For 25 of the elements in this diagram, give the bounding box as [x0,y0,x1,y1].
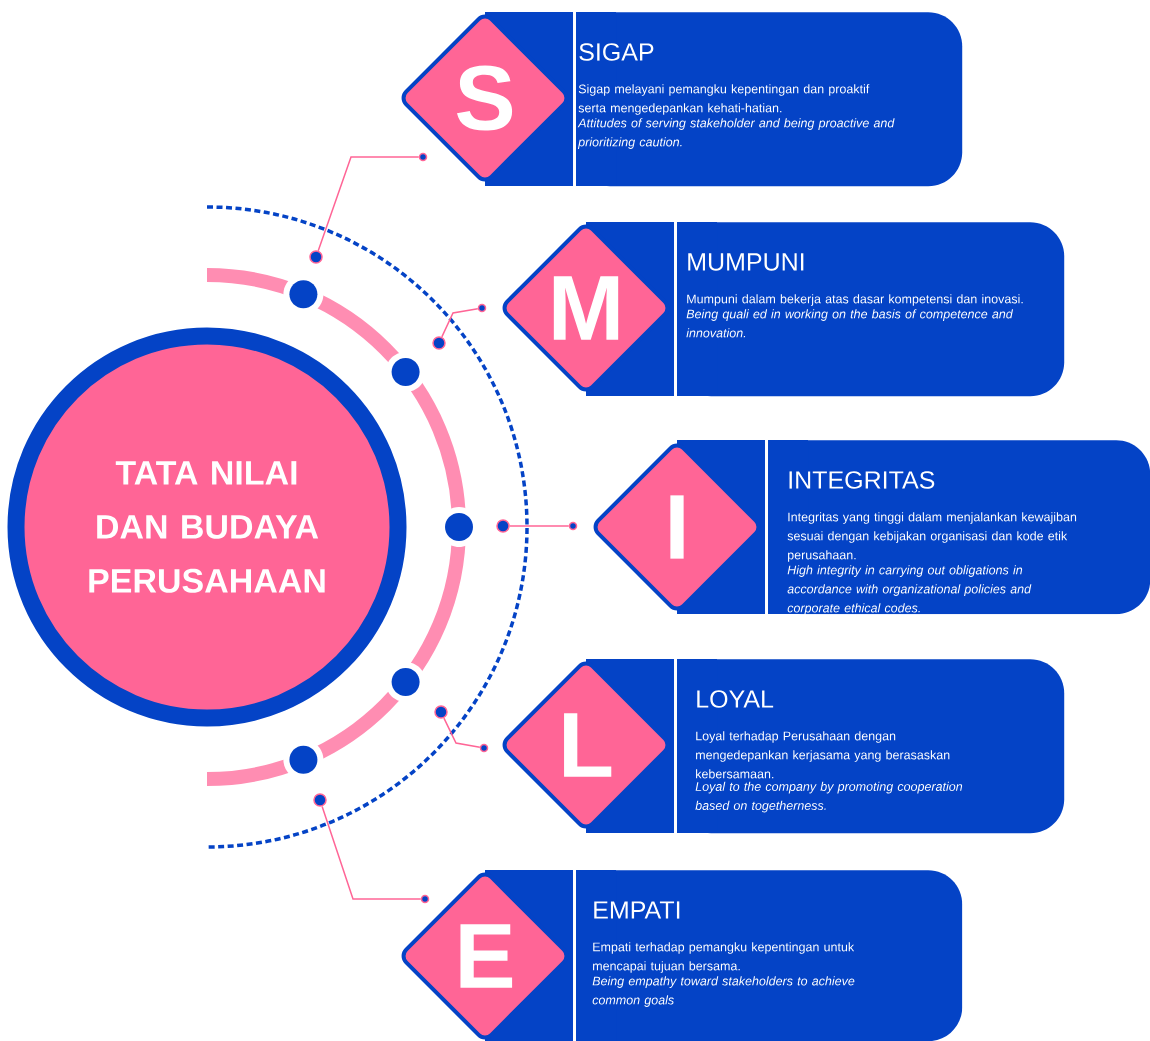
card [768,440,1150,615]
card [677,222,1065,397]
card-title: MUMPUNI [688,253,804,271]
description-text: Empati terhadap pemangku kepentingan untuk mencapai tujuan bersama. [593,942,855,973]
card-title: EMPATI [594,901,680,919]
description-text: Loyal terhadap Perusahaan dengan mengedepankan kerjasama yang berasaskan kebersamaan. [696,731,950,779]
translation-text: High integrity in carrying out obligations in accordance with organizational policies and corporate ethical codes. [787,565,1032,615]
description-text: Mumpuni dalam bekerja atas dasar kompetensi dan inovasi. [687,294,1023,306]
leader-line [441,307,479,338]
leader-line [443,717,481,748]
description-text: Integritas yang tinggi dalam menjalankan kewajiban sesuai dengan kebijakan organisasi dan kode etik perusahaan. [787,512,1077,562]
card [677,659,1065,834]
card [576,12,963,187]
translation-text: Being quali ed in working on the basis of competence and innovation. [686,309,1014,338]
card-title: LOYAL [697,690,774,708]
translation-text: Being empathy toward stakeholders to achieve common goals [592,976,855,1007]
card-title: SIGAP [579,43,654,61]
translation-text: Loyal to the company by promoting cooperation based on togetherness. [695,781,963,813]
leader-line [317,156,420,252]
description-text: Sigap melayani pemangku kepentingan dan proaktif serta mengedepankan kehati-hatian. [578,84,870,115]
leader-line [509,525,570,527]
card [576,870,963,1041]
leader-line [321,805,422,900]
card-title: INTEGRITAS [789,471,935,489]
translation-text: Attitudes of serving stakeholder and being proactive and prioritizing caution. [577,118,895,149]
